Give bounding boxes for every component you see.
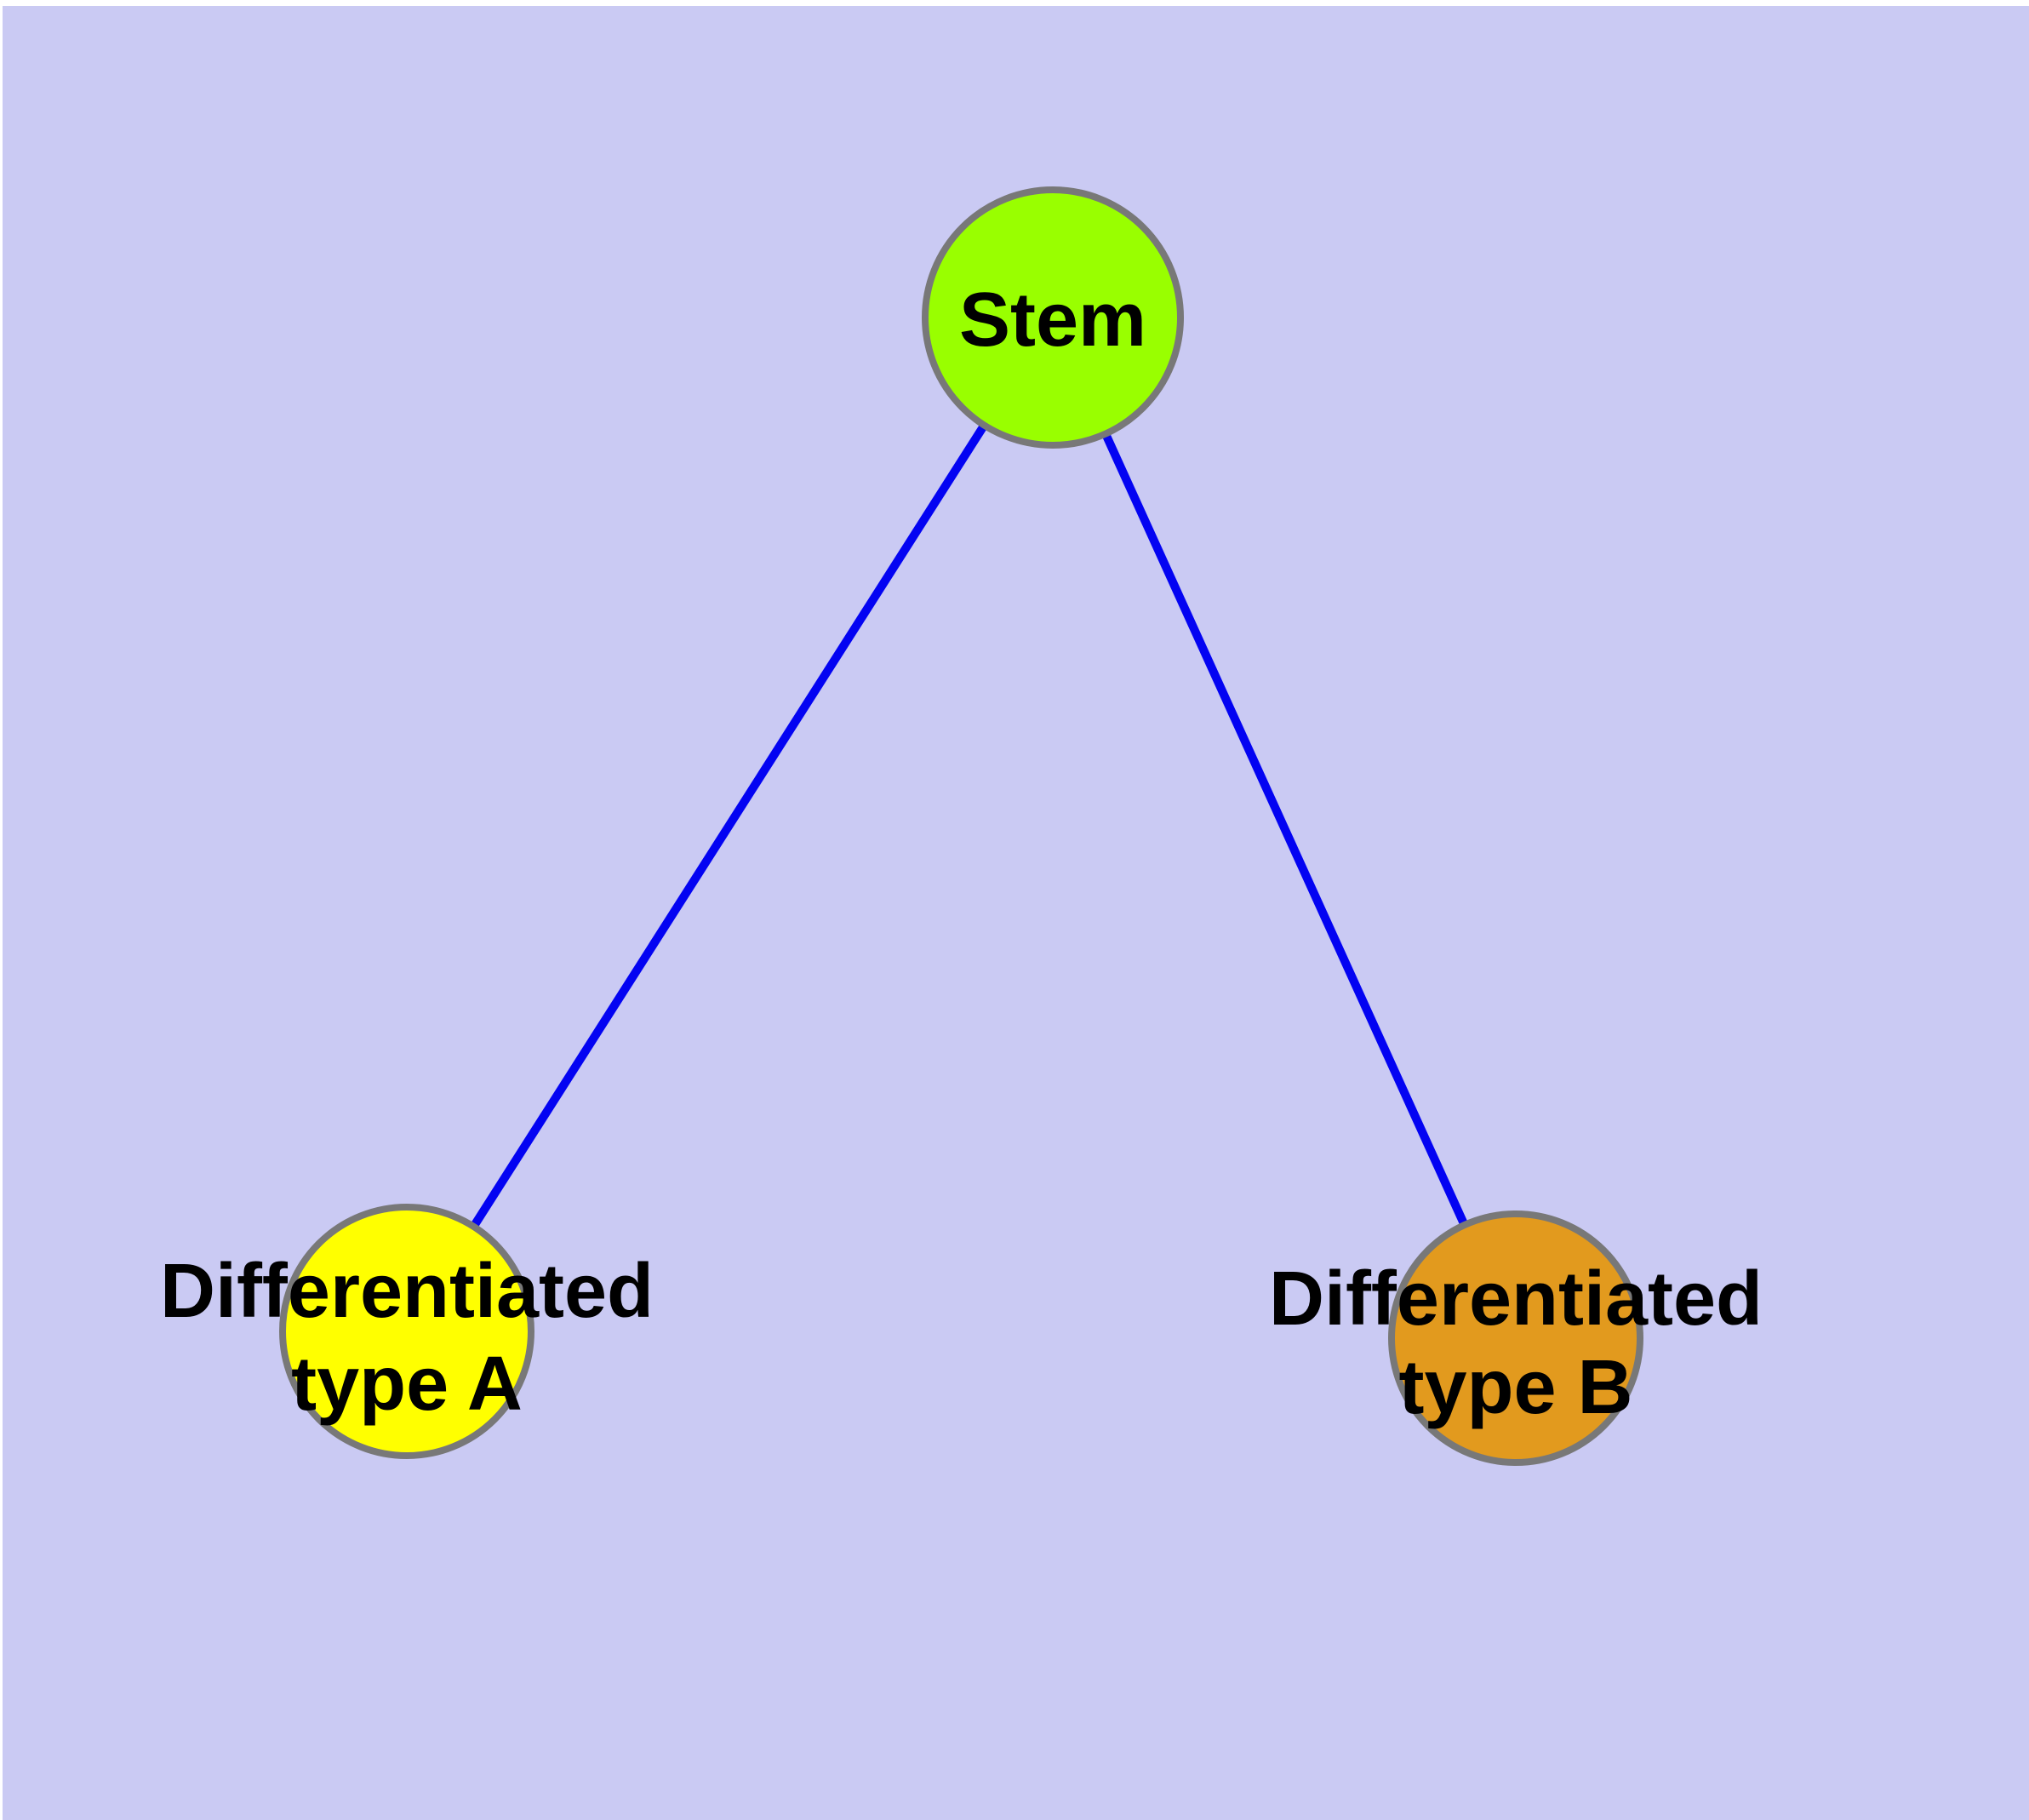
node-differentiated-type-b <box>1388 1210 1643 1466</box>
edge-stem-to-type-a <box>403 315 1057 1334</box>
node-stem-label: Stem <box>959 278 1146 363</box>
node-differentiated-type-a <box>279 1204 534 1459</box>
node-type-a-label-line1: Differentiated <box>160 1249 654 1334</box>
node-type-b-label-line2: type B <box>1398 1345 1632 1430</box>
node-stem <box>922 186 1184 449</box>
edge-stem-to-type-b <box>1049 315 1520 1341</box>
node-type-b-label-line1: Differentiated <box>1269 1256 1763 1342</box>
node-type-a-label-line2: type A <box>291 1342 523 1427</box>
